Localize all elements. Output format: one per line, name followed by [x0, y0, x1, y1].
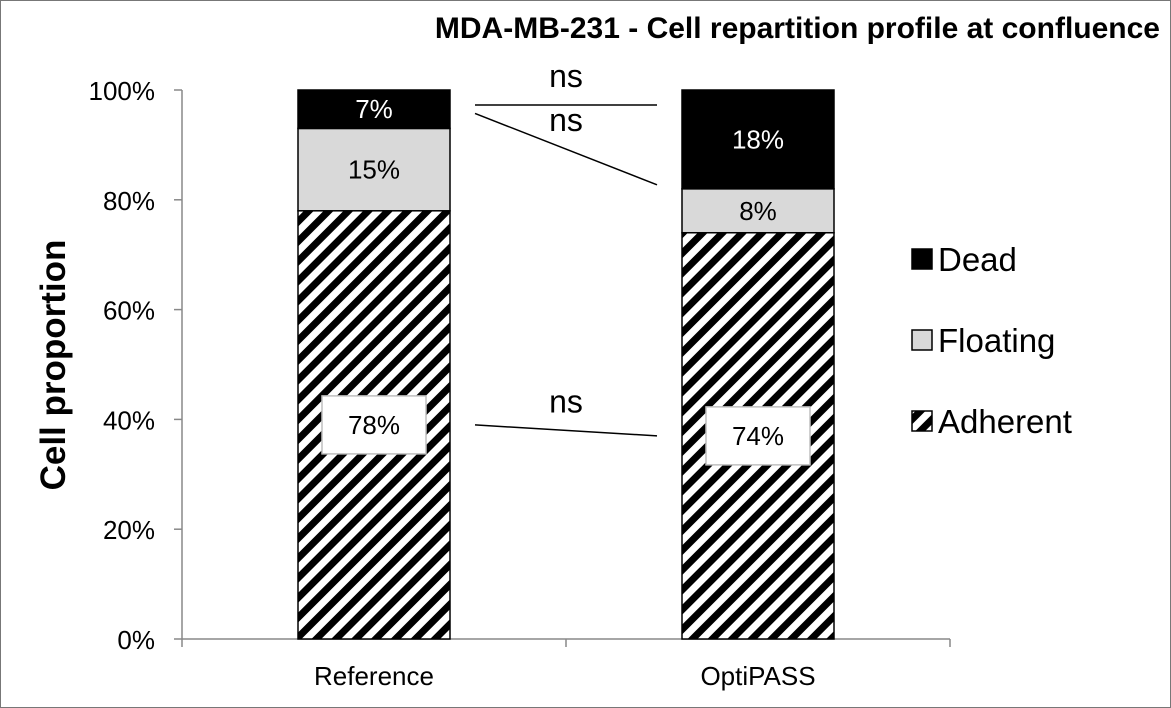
- y-tick-label: 0%: [117, 625, 155, 655]
- legend-swatch-adherent: [911, 410, 933, 432]
- bar-segment-dead: [297, 89, 451, 130]
- y-tick-label: 20%: [103, 515, 155, 545]
- bar-segment-dead: [681, 89, 835, 190]
- legend-swatch-dead: [911, 248, 933, 270]
- significance-annotations: ns ns ns: [474, 58, 658, 437]
- axes: 0% 20% 40% 60% 80% 100% Reference OptiPASS: [89, 76, 951, 691]
- bars: 78% 15% 7% 74% 8% 18%: [297, 89, 835, 640]
- significance-label: ns: [549, 383, 583, 419]
- y-axis-label: Cell proportion: [34, 240, 73, 491]
- significance-line: [474, 424, 658, 437]
- data-label: 74%: [732, 421, 784, 451]
- legend-label-adherent: Adherent: [938, 403, 1072, 440]
- data-label: 7%: [355, 94, 393, 124]
- data-label: 18%: [732, 124, 784, 154]
- data-label-box: [321, 395, 427, 455]
- y-tick-label: 40%: [103, 405, 155, 435]
- y-tick-label: 100%: [89, 76, 156, 106]
- bar-segment-floating: [681, 188, 835, 234]
- data-label: 78%: [348, 410, 400, 440]
- chart-title: MDA-MB-231 - Cell repartition profile at…: [435, 12, 1160, 45]
- legend-swatch-floating: [911, 329, 933, 351]
- data-label: 15%: [348, 155, 400, 185]
- y-tick-label: 60%: [103, 296, 155, 326]
- data-label-box: [705, 406, 811, 466]
- significance-label: ns: [549, 102, 583, 138]
- bar-segment-floating: [297, 127, 451, 212]
- x-tick-label: OptiPASS: [700, 661, 815, 691]
- x-tick-label: Reference: [314, 661, 434, 691]
- legend-label-floating: Floating: [938, 322, 1055, 359]
- y-tick-label: 80%: [103, 186, 155, 216]
- significance-label: ns: [549, 58, 583, 94]
- legend-label-dead: Dead: [938, 241, 1017, 278]
- significance-line: [474, 112, 658, 186]
- data-label: 8%: [739, 196, 777, 226]
